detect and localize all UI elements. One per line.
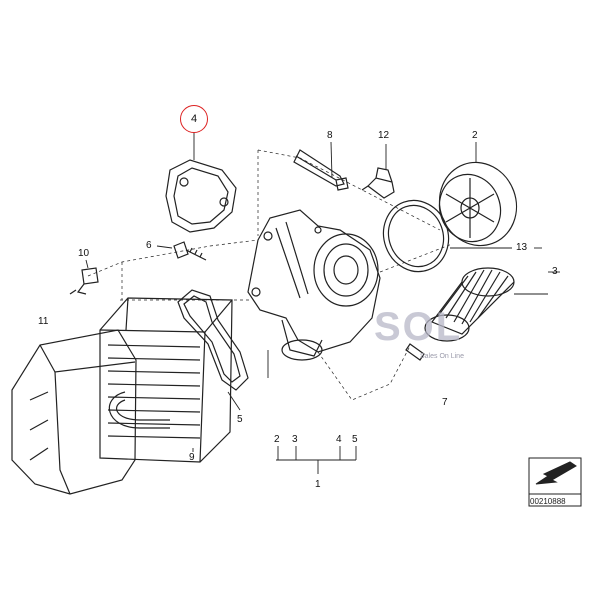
bolt-8-drawing	[293, 149, 349, 191]
filter-cap-2-drawing	[438, 161, 518, 247]
group-callout-5: 5	[352, 434, 358, 445]
callout-6: 6	[146, 240, 152, 251]
callout-10: 10	[78, 248, 90, 259]
pressure-switch-12-drawing	[361, 167, 395, 199]
gasket-5-drawing	[177, 289, 249, 391]
callout-11: 11	[38, 316, 49, 327]
o-ring-13-drawing	[382, 199, 450, 273]
callout-8: 8	[327, 130, 333, 141]
gasket-4-drawing	[165, 159, 237, 233]
oil-cooler-cover-drawing	[11, 329, 137, 495]
group-callout-3: 3	[292, 434, 298, 445]
callout-4-highlighted: 4	[180, 105, 208, 133]
construction-lines	[87, 149, 453, 401]
image-code-box	[528, 457, 582, 507]
filter-element-3-drawing	[424, 267, 515, 342]
callout-1: 1	[315, 479, 321, 490]
heat-exchanger-drawing	[99, 297, 233, 463]
watermark-subtitle: Sales On Line	[420, 353, 464, 360]
callout-5: 5	[237, 414, 243, 425]
callout-12: 12	[378, 130, 390, 141]
group-callout-4: 4	[336, 434, 342, 445]
callout-9: 9	[189, 452, 195, 463]
sensor-10-drawing	[69, 267, 99, 295]
callout-13: 13	[516, 242, 528, 253]
callout-2: 2	[472, 130, 478, 141]
watermark-logo: SOL	[374, 305, 463, 349]
callout-4-text: 4	[190, 113, 198, 125]
leader-lines	[85, 132, 560, 474]
group-callout-2: 2	[274, 434, 280, 445]
oil-filter-housing-drawing	[247, 209, 381, 361]
callout-3: 3	[552, 266, 558, 277]
bolt-6-drawing	[173, 241, 207, 261]
image-code: 00210888	[530, 497, 566, 506]
callout-7: 7	[442, 397, 448, 408]
